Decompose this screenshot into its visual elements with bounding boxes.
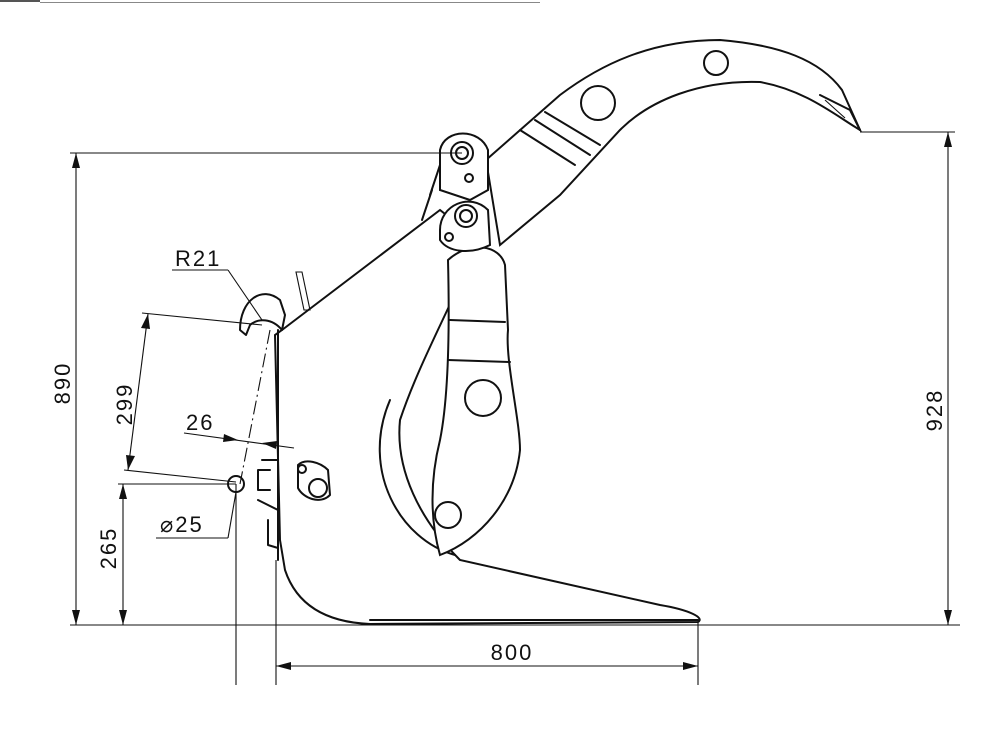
dimension-tine-height: 928 [922, 389, 947, 432]
pivot-links [421, 132, 492, 252]
dimension-pin-height: 265 [96, 527, 121, 570]
dimension-floor-length: 800 [491, 640, 534, 665]
dimension-overall-height: 890 [50, 362, 75, 405]
dimension-pin-spacing: 299 [112, 383, 137, 426]
grapple-tine [431, 38, 863, 557]
dimension-lines [70, 131, 955, 685]
dimension-offset: 26 [186, 410, 214, 435]
top-edge-artifact [0, 0, 540, 3]
dimension-radius: R21 [175, 246, 221, 271]
dimension-pin-diameter: ⌀25 [160, 512, 204, 537]
